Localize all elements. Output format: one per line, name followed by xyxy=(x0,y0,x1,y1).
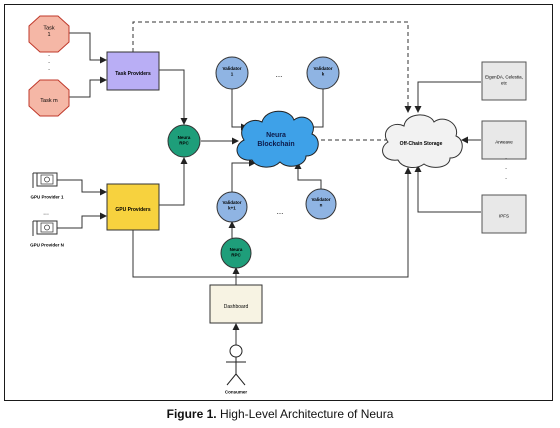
task-1-shape xyxy=(28,15,70,53)
validator-dots-top: ... xyxy=(276,70,283,79)
task-providers-box xyxy=(106,51,160,91)
gpu-provider-n-node: GPU Provider N xyxy=(30,220,64,248)
consumer-icon xyxy=(226,344,246,386)
eigenda-label: EigenDA, Celestia,etc xyxy=(485,75,523,86)
dashboard-box xyxy=(209,284,263,324)
storage-dots: ··· xyxy=(505,155,507,182)
task-m-shape xyxy=(28,79,70,117)
eigenda-box xyxy=(481,61,527,101)
edge-taskm-taskproviders xyxy=(67,76,107,98)
offchain-storage-cloud xyxy=(382,114,463,168)
figure-frame xyxy=(4,4,553,401)
edge-gpu1-gpuproviders xyxy=(57,179,107,196)
edge-taskproviders-rpc xyxy=(158,69,188,125)
neura-rpc-bottom-node xyxy=(220,237,252,269)
edge-validatorn-blockchain xyxy=(294,162,322,190)
validator-dots-bottom: ... xyxy=(277,207,284,216)
figure-caption: Figure 1. High-Level Architecture of Neu… xyxy=(0,407,560,421)
edge-gpuproviders-line xyxy=(132,230,236,278)
gpu-providers-box xyxy=(106,183,160,231)
task-providers-label: Task Providers xyxy=(115,71,151,77)
ipfs-box xyxy=(481,194,527,234)
ipfs-label: IPFS xyxy=(499,214,509,219)
edge-task1-taskproviders xyxy=(67,32,107,64)
gpu-provider-n-label: GPU Provider N xyxy=(30,243,64,248)
gpu-provider-1-label: GPU Provider 1 xyxy=(30,195,64,200)
edge-ipfs-offchain xyxy=(414,165,481,213)
edge-eigenda-offchain xyxy=(414,81,481,113)
task-m-node: Task m xyxy=(28,79,70,117)
arweave-label: Arweave xyxy=(495,140,513,145)
offchain-storage-label: Off-Chain Storage xyxy=(400,141,443,147)
edge-validator1-blockchain xyxy=(231,88,248,131)
edge-validatork1-blockchain xyxy=(231,159,256,194)
gpu-providers-label: GPU Providers xyxy=(115,207,151,213)
validator-n-node xyxy=(305,188,337,220)
edge-dashboard-offchain xyxy=(236,167,412,278)
edge-gpun-gpuproviders xyxy=(57,212,107,229)
caption-label: Figure 1. xyxy=(166,407,217,421)
edge-taskproviders-offchain-dashed xyxy=(132,21,412,113)
gpu-provider-1-node: GPU Provider 1 xyxy=(30,172,64,200)
edge-gpuproviders-rpc xyxy=(159,157,188,206)
task-dots: ··· xyxy=(48,52,50,73)
consumer-label: Consumer xyxy=(225,390,248,395)
gpu-card-n-icon xyxy=(36,220,58,235)
task-m-label: Task m xyxy=(40,98,58,104)
validator-k-node xyxy=(306,56,340,90)
validator-1-node xyxy=(215,56,249,90)
caption-text: High-Level Architecture of Neura xyxy=(216,407,394,421)
neura-blockchain-cloud xyxy=(236,110,319,168)
gpu-dots: ... xyxy=(43,209,49,216)
dashboard-label: Dashboard xyxy=(224,304,249,310)
validator-k1-node xyxy=(216,191,248,223)
neura-rpc-top-node xyxy=(167,124,201,158)
gpu-card-1-icon xyxy=(36,172,58,187)
arweave-box xyxy=(481,120,527,160)
